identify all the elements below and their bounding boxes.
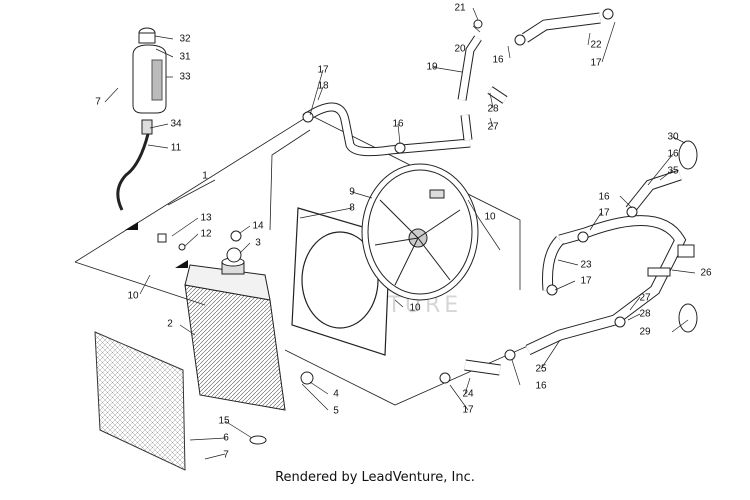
callout-label: 16 <box>392 119 404 130</box>
callout-label: 27 <box>639 293 651 304</box>
callout-label: 10 <box>484 212 496 223</box>
callout-label: 29 <box>639 327 651 338</box>
radiator <box>184 257 286 411</box>
overflow-hose <box>116 133 150 211</box>
coolant-reservoir <box>132 27 167 135</box>
callout-label: 35 <box>667 166 679 177</box>
callout-label: 5 <box>333 406 339 417</box>
callout-label: 14 <box>252 221 264 232</box>
callout-label: 12 <box>200 229 212 240</box>
callout-label: 10 <box>409 303 421 314</box>
leader-lines <box>104 7 696 460</box>
callout-label: 23 <box>580 260 592 271</box>
callout-label: 13 <box>200 213 212 224</box>
callout-label: 16 <box>598 192 610 203</box>
callout-label: 17 <box>317 65 329 76</box>
callout-label: 24 <box>462 389 474 400</box>
callout-label: 28 <box>487 104 499 115</box>
callout-label: 27 <box>487 122 499 133</box>
callout-label: 32 <box>179 34 191 45</box>
callout-label: 21 <box>454 3 466 14</box>
callout-label: 22 <box>590 40 602 51</box>
direction-arrow <box>125 222 138 230</box>
footer-credit: Rendered by LeadVenture, Inc. <box>275 470 475 485</box>
callout-label: 1 <box>202 171 208 182</box>
callout-label: 3 <box>255 238 261 249</box>
callout-label: 7 <box>223 450 229 461</box>
callout-label: 9 <box>349 187 355 198</box>
callout-label: 34 <box>170 119 182 130</box>
callout-label: 6 <box>223 433 229 444</box>
callout-label: 7 <box>95 97 101 108</box>
callout-label: 16 <box>667 149 679 160</box>
callout-label: 17 <box>580 276 592 287</box>
callout-labels: 32 31 33 7 34 11 1 13 12 14 3 10 2 15 6 … <box>95 3 712 461</box>
callout-label: 30 <box>667 132 679 143</box>
callout-label: 19 <box>426 62 438 73</box>
callout-label: 17 <box>590 58 602 69</box>
small-parts <box>157 8 698 445</box>
callout-label: 10 <box>127 291 139 302</box>
upper-hoses <box>302 12 601 157</box>
callout-label: 2 <box>167 319 173 330</box>
callout-label: 25 <box>535 364 547 375</box>
lower-hoses <box>464 169 687 376</box>
callout-label: 4 <box>333 389 339 400</box>
cooling-fan <box>361 163 479 301</box>
direction-arrow <box>175 260 188 268</box>
callout-label: 8 <box>349 203 355 214</box>
callout-label: 18 <box>317 81 329 92</box>
radiator-screen <box>94 331 186 471</box>
callout-label: 31 <box>179 52 191 63</box>
callout-label: 17 <box>462 405 474 416</box>
callout-label: 16 <box>535 381 547 392</box>
callout-label: 16 <box>492 55 504 66</box>
callout-label: 26 <box>700 268 712 279</box>
callout-label: 17 <box>598 208 610 219</box>
callout-label: 11 <box>171 143 182 154</box>
callout-label: 15 <box>218 416 230 427</box>
callout-label: 33 <box>179 72 191 83</box>
callout-label: 20 <box>454 44 466 55</box>
callout-label: 28 <box>639 309 651 320</box>
